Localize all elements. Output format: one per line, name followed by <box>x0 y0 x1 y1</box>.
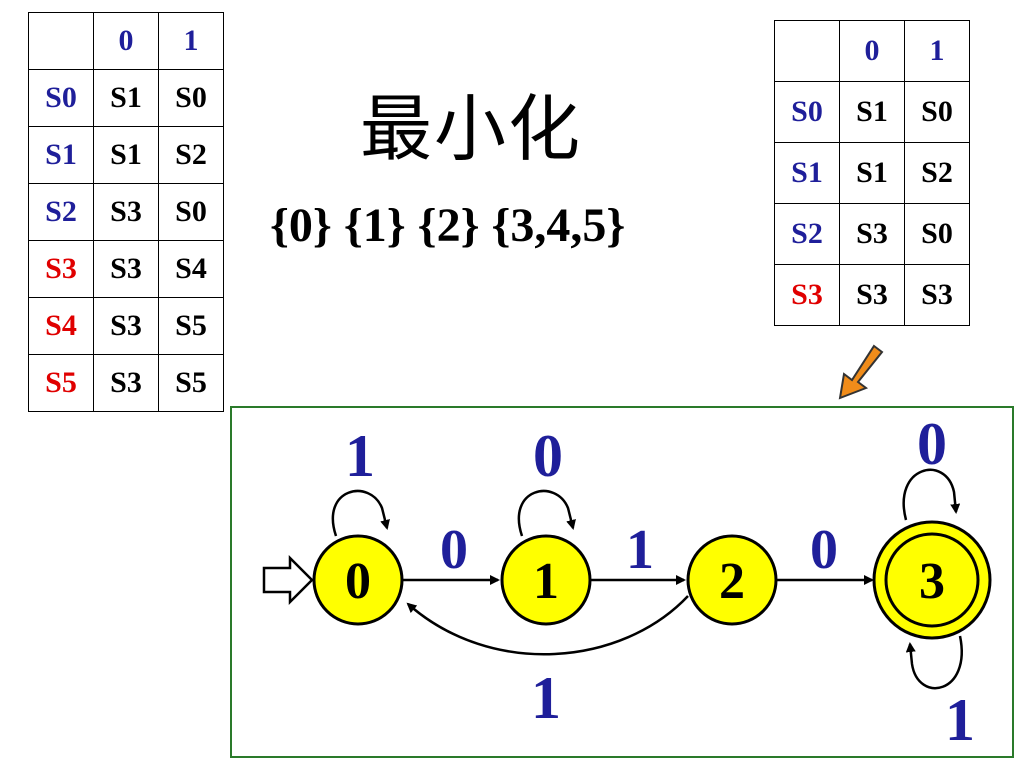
next-state-on-1-cell: S5 <box>158 297 224 355</box>
edge-s3-self-bottom <box>905 635 963 690</box>
next-state-on-0-cell: S1 <box>93 126 159 184</box>
state-name-cell: S1 <box>774 142 840 204</box>
next-state-on-0-cell: S3 <box>839 264 905 326</box>
next-state-on-1-cell: S0 <box>158 69 224 127</box>
original-table-header-cell <box>28 12 94 70</box>
state-name-cell: S2 <box>28 183 94 241</box>
state-name-cell: S0 <box>774 81 840 143</box>
next-state-on-0-cell: S3 <box>839 203 905 265</box>
page-title: 最小化 <box>360 87 583 171</box>
next-state-on-1-cell: S0 <box>158 183 224 241</box>
next-state-on-0-cell: S3 <box>93 354 159 412</box>
state-3-accepting: 3 <box>872 520 992 640</box>
state-name-cell: S0 <box>28 69 94 127</box>
minimized-dfa-diagram: 0 1 2 3 1 0 0 1 0 1 0 1 <box>262 411 992 753</box>
label-s0-to-s1: 0 <box>440 519 468 581</box>
diagonal-arrow-icon <box>838 344 884 400</box>
state-0: 0 <box>312 534 404 626</box>
next-state-on-1-cell: S0 <box>904 81 970 143</box>
state-name-cell: S1 <box>28 126 94 184</box>
next-state-on-0-cell: S3 <box>93 183 159 241</box>
next-state-on-1-cell: S0 <box>904 203 970 265</box>
next-state-on-0-cell: S1 <box>839 81 905 143</box>
edge-s1-self <box>517 489 576 537</box>
next-state-on-0-cell: S1 <box>93 69 159 127</box>
next-state-on-0-cell: S3 <box>93 240 159 298</box>
edge-s3-self-top <box>902 468 961 521</box>
dfa-diagram-frame: 0 1 2 3 1 0 0 1 0 1 0 1 <box>230 406 1014 758</box>
minimized-table-header-cell: 0 <box>839 20 905 82</box>
edge-s0-self <box>331 489 390 537</box>
next-state-on-0-cell: S3 <box>93 297 159 355</box>
label-s3-self-top: 0 <box>917 411 947 477</box>
minimized-table-header-cell: 1 <box>904 20 970 82</box>
next-state-on-1-cell: S4 <box>158 240 224 298</box>
state-0-label: 0 <box>345 553 371 610</box>
state-1-label: 1 <box>533 553 559 610</box>
label-s2-to-s3: 0 <box>810 519 838 581</box>
next-state-on-1-cell: S3 <box>904 264 970 326</box>
state-partition: {0} {1} {2} {3,4,5} <box>270 199 626 252</box>
hollow-start-arrow-icon <box>262 554 314 606</box>
label-s3-self-bottom: 1 <box>945 687 975 753</box>
next-state-on-1-cell: S2 <box>158 126 224 184</box>
state-name-cell: S2 <box>774 203 840 265</box>
edge-s2-to-s0 <box>406 595 689 656</box>
state-name-cell: S3 <box>774 264 840 326</box>
next-state-on-1-cell: S2 <box>904 142 970 204</box>
minimized-table-header-cell <box>774 20 840 82</box>
state-3-label: 3 <box>919 553 945 610</box>
state-2: 2 <box>686 534 778 626</box>
state-name-cell: S4 <box>28 297 94 355</box>
state-name-cell: S3 <box>28 240 94 298</box>
original-table-header-cell: 1 <box>158 12 224 70</box>
original-table-header-cell: 0 <box>93 12 159 70</box>
label-s1-to-s2: 1 <box>626 519 654 581</box>
state-2-label: 2 <box>719 553 745 610</box>
next-state-on-0-cell: S1 <box>839 142 905 204</box>
next-state-on-1-cell: S5 <box>158 354 224 412</box>
label-s1-self: 0 <box>533 423 563 489</box>
label-s2-to-s0: 1 <box>531 665 561 731</box>
state-1: 1 <box>500 534 592 626</box>
state-name-cell: S5 <box>28 354 94 412</box>
label-s0-self: 1 <box>345 423 375 489</box>
